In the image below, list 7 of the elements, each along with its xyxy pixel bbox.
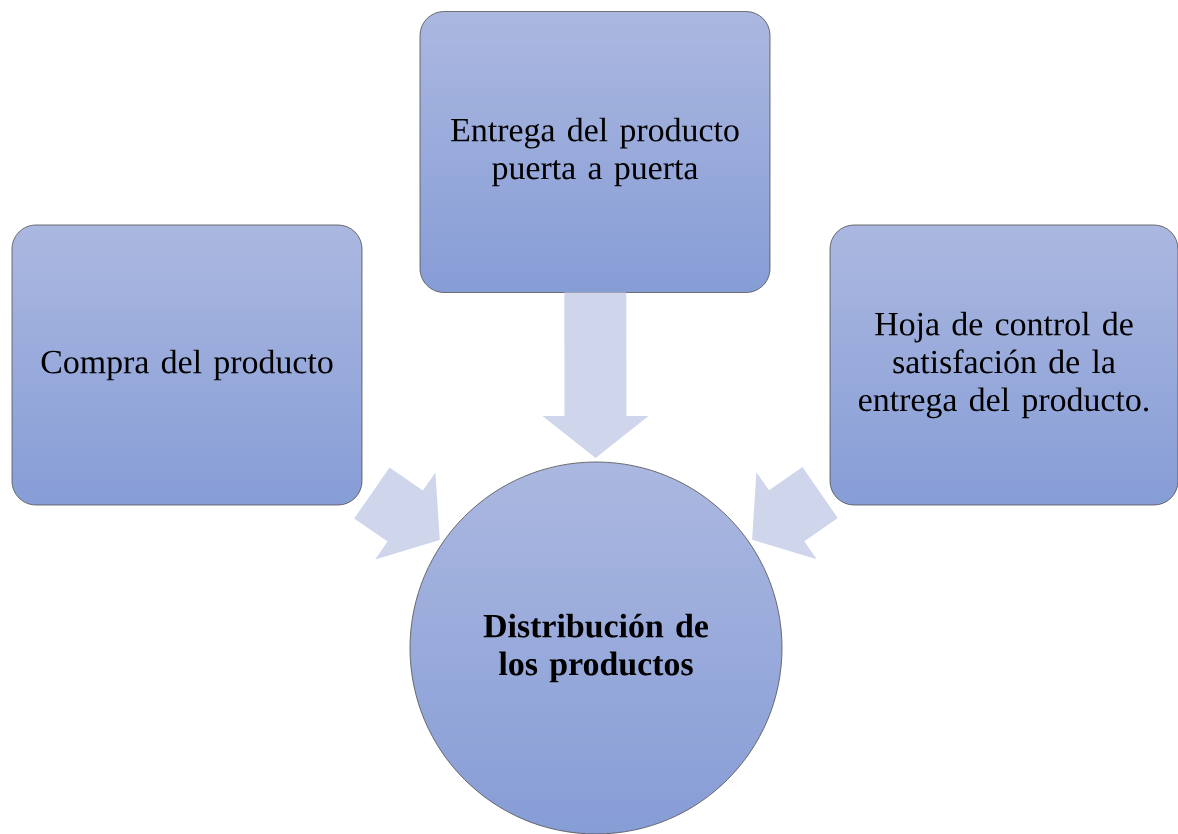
block-arrow xyxy=(752,467,838,560)
process-box: Entrega del producto puerta a puerta xyxy=(419,11,771,293)
block-arrow xyxy=(542,292,649,458)
process-box: Hoja de control de satisfación de la entrega del producto. xyxy=(829,224,1178,506)
circle-node: Distribución de los productos xyxy=(409,461,783,834)
process-box: Compra del producto xyxy=(11,224,363,506)
block-arrow xyxy=(354,467,440,560)
